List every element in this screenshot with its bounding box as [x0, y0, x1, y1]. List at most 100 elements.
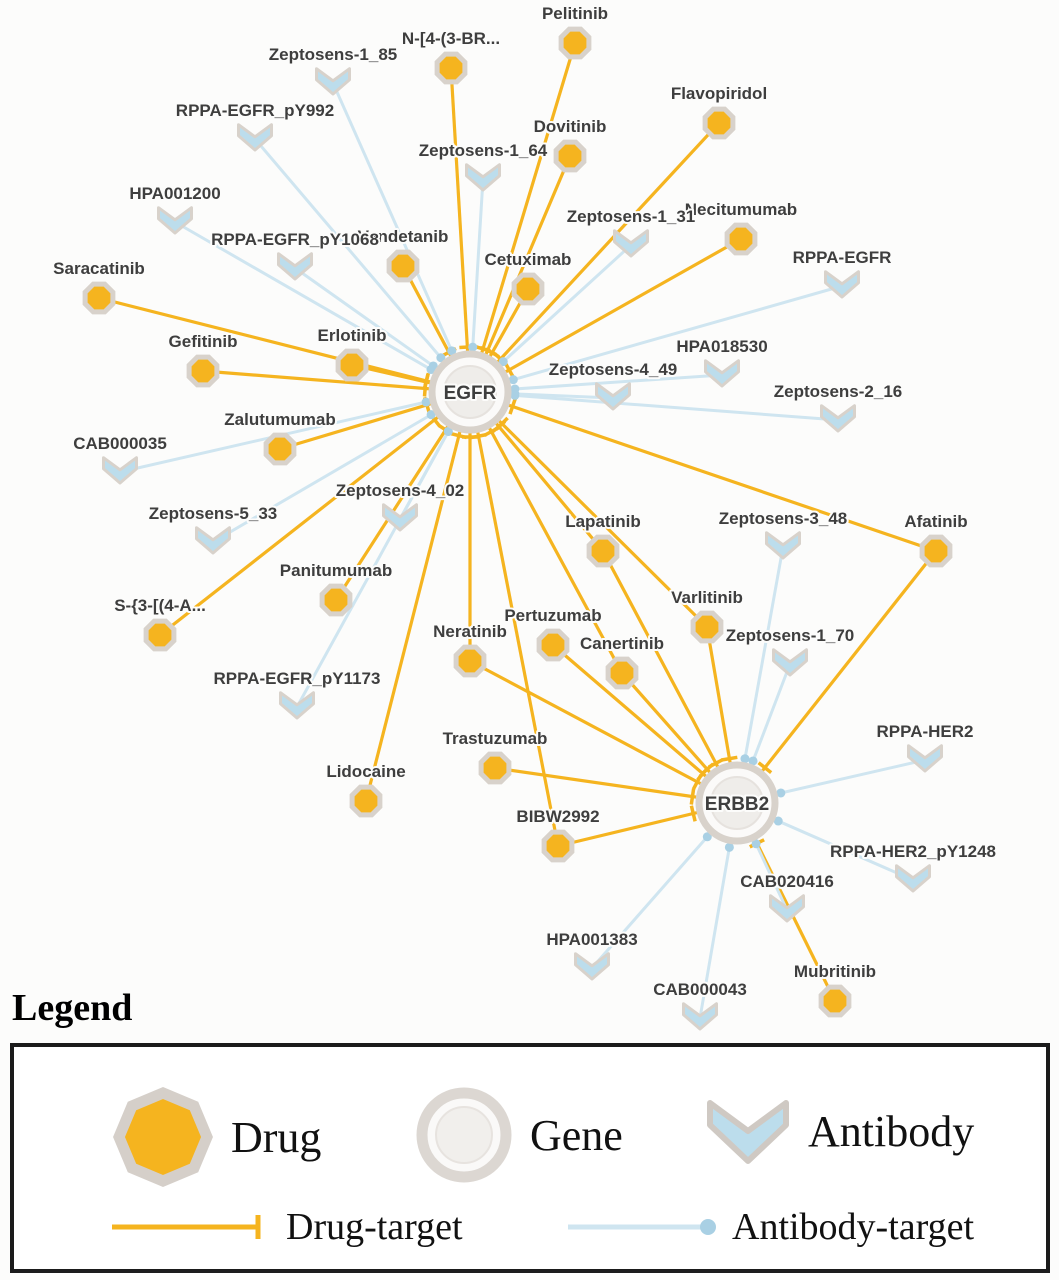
antibody-label: CAB020416	[740, 872, 834, 891]
antibody-target-edge	[212, 390, 471, 544]
drug-node-flavopiridol[interactable]: Flavopiridol	[669, 82, 769, 140]
drug-node-pelitinib[interactable]: Pelitinib	[540, 2, 610, 60]
antibody-label: CAB000035	[73, 434, 167, 453]
drug-label: Saracatinib	[53, 259, 145, 278]
antibody-target-dot	[498, 357, 508, 367]
drug-target-tee	[757, 761, 773, 775]
drug-node-pertuzumab[interactable]: Pertuzumab	[502, 604, 604, 662]
drug-node-trastuzumab[interactable]: Trastuzumab	[441, 727, 549, 785]
antibody-node-hpa001383[interactable]: HPA001383	[544, 928, 640, 981]
drug-node-lidocaine[interactable]: Lidocaine	[324, 760, 408, 818]
antibody-label: HPA018530	[676, 337, 767, 356]
drug-label: Vandetanib	[358, 227, 449, 246]
drug-node-necitumumab[interactable]: Necitumumab	[683, 198, 799, 256]
antibody-node-hpa001200[interactable]: HPA001200	[127, 182, 223, 235]
antibody-target-dot	[510, 390, 520, 400]
antibody-node-zeptosens-1_70[interactable]: Zeptosens-1_70	[724, 624, 856, 677]
antibody-icon	[707, 1100, 789, 1164]
antibody-chevron	[595, 382, 631, 411]
drug-label: Dovitinib	[534, 117, 607, 136]
antibody-target-edge	[295, 391, 472, 708]
drug-target-edge	[468, 390, 709, 629]
antibody-chevron	[824, 270, 860, 299]
drug-label: Trastuzumab	[443, 729, 548, 748]
gene-icon	[416, 1087, 512, 1183]
antibody-node-zeptosens-1_85[interactable]: Zeptosens-1_85	[267, 43, 399, 96]
antibody-node-rppa-egfr-py1173[interactable]: RPPA-EGFR_pY1173	[212, 667, 382, 720]
antibody-chevron	[195, 526, 231, 555]
drug-node-cetuximab[interactable]: Cetuximab	[483, 248, 573, 306]
drug-node-canertinib[interactable]: Canertinib	[578, 632, 666, 690]
drug-octagon	[478, 751, 512, 785]
drug-node-s-3-4-a[interactable]: S-{3-[(4-A...	[112, 594, 208, 652]
drug-octagon	[349, 784, 383, 818]
antibody-node-cab020416[interactable]: CAB020416	[738, 870, 836, 923]
antibody-node-rppa-egfr-py992[interactable]: RPPA-EGFR_pY992	[174, 99, 336, 152]
antibody-node-cab000035[interactable]: CAB000035	[71, 432, 169, 485]
antibody-node-rppa-her2[interactable]: RPPA-HER2	[875, 720, 975, 773]
drug-octagon	[434, 51, 468, 85]
antibody-target-dot	[426, 410, 436, 420]
antibody-label: RPPA-EGFR_pY992	[176, 101, 334, 120]
gene-node-erbb2[interactable]: ERBB2	[695, 761, 779, 845]
drug-label: Erlotinib	[318, 326, 387, 345]
drug-node-mubritinib[interactable]: Mubritinib	[792, 960, 878, 1018]
drug-node-varlitinib[interactable]: Varlitinib	[669, 586, 745, 644]
antibody-target-dot	[428, 361, 438, 371]
drug-node-erlotinib[interactable]: Erlotinib	[316, 324, 388, 382]
drug-node-afatinib[interactable]: Afatinib	[902, 510, 970, 568]
antibody-chevron	[315, 67, 351, 96]
antibody-label: CAB000043	[653, 980, 747, 999]
drug-label: Zalutumumab	[224, 410, 335, 429]
drug-label: Lidocaine	[326, 762, 405, 781]
drug-node-gefitinib[interactable]: Gefitinib	[167, 330, 239, 388]
legend-box: Drug Gene Antibody Drug-target	[10, 1043, 1050, 1273]
antibody-node-hpa018530[interactable]: HPA018530	[674, 335, 770, 388]
antibody-node-rppa-egfr[interactable]: RPPA-EGFR	[791, 246, 893, 299]
drug-octagon	[605, 656, 639, 690]
antibody-target-dot	[508, 375, 518, 385]
drug-node-lapatinib[interactable]: Lapatinib	[563, 510, 643, 568]
drug-node-vandetanib[interactable]: Vandetanib	[356, 225, 450, 283]
drug-label: Afatinib	[904, 512, 967, 531]
drug-node-neratinib[interactable]: Neratinib	[431, 620, 509, 678]
antibody-node-zeptosens-3_48[interactable]: Zeptosens-3_48	[717, 507, 849, 560]
antibody-chevron	[277, 252, 313, 281]
drug-node-dovitinib[interactable]: Dovitinib	[532, 115, 608, 173]
antibody-node-cab000043[interactable]: CAB000043	[651, 978, 749, 1031]
antibody-target-dot	[748, 756, 758, 766]
drug-node-n-4-3-br[interactable]: N-[4-(3-BR...	[400, 27, 502, 85]
antibody-node-zeptosens-2_16[interactable]: Zeptosens-2_16	[772, 380, 904, 433]
legend-item-antibody: Antibody	[702, 1091, 974, 1171]
antibody-node-zeptosens-4_49[interactable]: Zeptosens-4_49	[547, 358, 679, 411]
drug-label: Neratinib	[433, 622, 507, 641]
drug-node-zalutumumab[interactable]: Zalutumumab	[222, 408, 338, 466]
antibody-label: Zeptosens-1_31	[567, 207, 696, 226]
drug-node-saracatinib[interactable]: Saracatinib	[51, 257, 147, 315]
drug-target-tee	[721, 755, 738, 762]
antibody-node-rppa-her2-py1248[interactable]: RPPA-HER2_pY1248	[828, 840, 998, 893]
drug-octagon	[541, 829, 575, 863]
antibody-label: Zeptosens-1_70	[726, 626, 855, 645]
antibody-node-zeptosens-1_31[interactable]: Zeptosens-1_31	[565, 205, 697, 258]
antibody-node-zeptosens-1_64[interactable]: Zeptosens-1_64	[417, 139, 550, 192]
antibody-node-zeptosens-4_02[interactable]: Zeptosens-4_02	[334, 479, 466, 532]
drug-node-bibw2992[interactable]: BIBW2992	[514, 805, 602, 863]
antibody-node-rppa-egfr-py1068[interactable]: RPPA-EGFR_pY1068	[209, 228, 381, 281]
antibody-target-edge	[469, 284, 843, 394]
gene-node-egfr[interactable]: EGFR	[428, 350, 512, 434]
drug-octagon	[586, 534, 620, 568]
drug-label: Mubritinib	[794, 962, 876, 981]
antibody-label: RPPA-HER2	[877, 722, 974, 741]
drug-octagon	[82, 281, 116, 315]
antibody-label: HPA001383	[546, 930, 637, 949]
drug-octagon	[558, 26, 592, 60]
drug-label: N-[4-(3-BR...	[402, 29, 500, 48]
drug-target-tee	[689, 788, 696, 805]
antibody-label: RPPA-EGFR	[793, 248, 892, 267]
drug-node-panitumumab[interactable]: Panitumumab	[278, 559, 394, 617]
drug-target-edge	[469, 390, 937, 553]
antibody-node-zeptosens-5_33[interactable]: Zeptosens-5_33	[147, 502, 279, 555]
gene-label: ERBB2	[705, 794, 769, 815]
drug-target-edge	[735, 550, 938, 804]
